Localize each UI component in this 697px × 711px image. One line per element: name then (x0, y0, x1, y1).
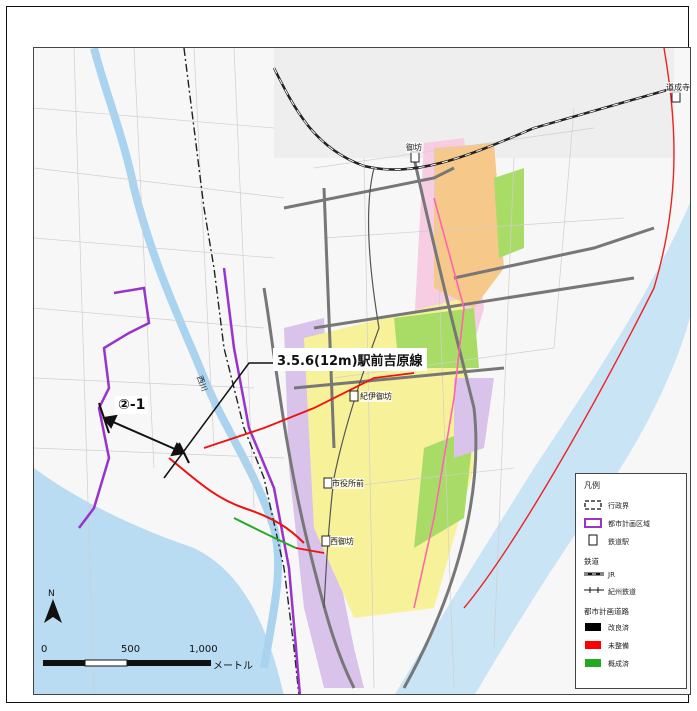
scale-zero: 0 (41, 644, 48, 655)
legend-kishu: 紀州鉄道 (608, 588, 636, 596)
sea (34, 468, 284, 694)
route-red-main (203, 372, 415, 449)
zone-green1 (494, 168, 524, 258)
zone-label: ②-1 (115, 396, 149, 414)
route-completed (233, 517, 297, 549)
city-planning-area (222, 267, 302, 694)
legend-admin-boundary: 行政界 (608, 502, 629, 510)
map-canvas[interactable]: 道成寺 御坊 紀伊御坊 市役所前 西御坊 西川 (33, 47, 691, 695)
zone-green3 (414, 428, 474, 548)
pink-road (413, 197, 465, 609)
red-road-east (463, 48, 675, 609)
admin-boundary (183, 48, 300, 694)
road-grid (34, 48, 625, 694)
mountain-area (274, 48, 674, 158)
map-frame: 道成寺 御坊 紀伊御坊 市役所前 西御坊 西川 3.5.6(12m)駅前吉原線 … (6, 6, 691, 703)
city-planning-area-west (78, 286, 151, 529)
north-label: N (48, 589, 55, 599)
major-roads (262, 157, 655, 689)
legend-unimproved: 未整備 (608, 642, 629, 650)
route-unimproved (168, 457, 305, 544)
scale-mid: 500 (121, 644, 141, 655)
legend: 凡例 行政界 都市計画区域 鉄道駅 鉄道 JR 紀州鉄道 都市計画道路 改良済 … (575, 473, 687, 689)
station-label-kii-gobo: 紀伊御坊 (360, 391, 392, 402)
scale-unit: メートル (213, 661, 253, 672)
legend-improved: 改良済 (608, 624, 629, 632)
legend-title: 凡例 (584, 481, 600, 490)
legend-jr: JR (608, 571, 615, 579)
station-label-shiyakusho: 市役所前 (332, 478, 364, 489)
zone-arrow (98, 402, 190, 464)
route-to-station (295, 547, 325, 554)
legend-railway-section: 鉄道 (584, 557, 599, 566)
zone-orange (434, 143, 504, 308)
legend-city-planning-area: 都市計画区域 (608, 520, 650, 528)
station-label-dojoji: 道成寺 (666, 82, 690, 93)
nishi-river (90, 48, 283, 669)
station-label-gobo: 御坊 (406, 142, 422, 153)
north-arrow: N (42, 587, 64, 631)
scale-end: 1,000 (189, 644, 218, 655)
legend-completed: 概成済 (608, 660, 629, 668)
station-label-nishi-gobo: 西御坊 (330, 536, 354, 547)
route-label: 3.5.6(12m)駅前吉原線 (273, 348, 427, 371)
station-markers (321, 91, 681, 547)
jr-railway-inner (273, 67, 675, 171)
legend-roads-section: 都市計画道路 (584, 607, 629, 616)
legend-station: 鉄道駅 (608, 538, 629, 546)
